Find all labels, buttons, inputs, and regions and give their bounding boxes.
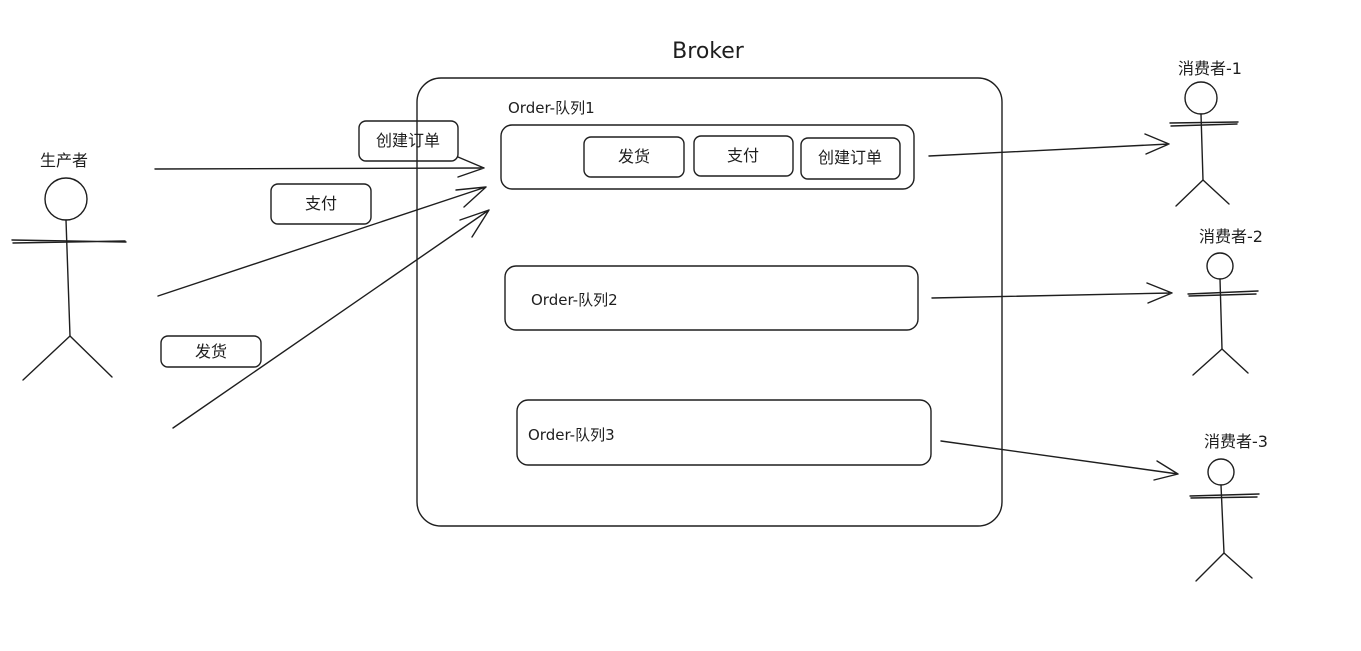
producer-actor: 生产者 (11, 151, 127, 381)
arrow-queue-2-to-consumer-2 (931, 282, 1173, 304)
consumer-1-body (1200, 113, 1204, 181)
queue-3-label: Order-队列3 (528, 426, 615, 444)
arrow-pay (157, 186, 487, 297)
producer-legs (22, 335, 113, 381)
queue-1-box (500, 124, 915, 190)
queued-message-box (693, 135, 794, 177)
arrow-ship (172, 209, 490, 429)
producer-to-queue-arrows (154, 156, 490, 429)
in-flight-message-label: 创建订单 (376, 131, 440, 150)
consumer-2-legs (1192, 348, 1249, 376)
queue-2-label: Order-队列2 (531, 291, 618, 309)
consumer-1-label: 消费者-1 (1178, 59, 1242, 78)
in-flight-message-label: 发货 (195, 342, 227, 361)
queue-2: Order-队列2 (504, 265, 919, 331)
consumer-2-arms (1187, 290, 1259, 297)
in-flight-message-ship: 发货 (160, 335, 262, 368)
in-flight-message-box (270, 183, 372, 225)
queue-2-box (504, 265, 919, 331)
consumer-1-arms (1169, 121, 1239, 127)
queued-message-label: 支付 (727, 146, 759, 165)
in-flight-message-create-order: 创建订单 (358, 120, 459, 162)
in-flight-message-label: 支付 (305, 194, 337, 213)
consumer-3-legs (1195, 552, 1253, 582)
queue-3: Order-队列3 (516, 399, 932, 466)
queue-1-label: Order-队列1 (508, 99, 595, 117)
arrow-queue-1-to-consumer-1 (928, 133, 1170, 157)
queue-to-consumer-arrows (928, 133, 1179, 481)
consumer-3-label: 消费者-3 (1204, 432, 1268, 451)
queued-message-label: 创建订单 (818, 148, 882, 167)
arrow-queue-3-to-consumer-3 (940, 440, 1179, 481)
consumer-3-head (1207, 458, 1235, 486)
producer-arms (11, 239, 127, 244)
consumer-2-actor: 消费者-2 (1187, 227, 1263, 376)
queued-message-box (800, 137, 901, 180)
consumer-2-head (1206, 252, 1234, 280)
queued-message-box (583, 136, 685, 178)
consumer-2-body (1219, 278, 1223, 350)
consumer-3-arms (1189, 493, 1260, 499)
broker-container (416, 77, 1003, 527)
queue-1: Order-队列1 发货 支付 创建订单 (500, 99, 915, 190)
in-flight-message-pay: 支付 (270, 183, 372, 225)
producer-head (44, 177, 88, 221)
consumer-3-body (1220, 484, 1225, 554)
consumer-1-actor: 消费者-1 (1169, 59, 1242, 207)
in-flight-message-box (160, 335, 262, 368)
in-flight-message-box (358, 120, 459, 162)
arrow-create-order (154, 156, 485, 178)
broker-title: Broker (672, 39, 745, 64)
queue-3-box (516, 399, 932, 466)
consumer-3-actor: 消费者-3 (1189, 432, 1268, 582)
consumer-1-legs (1175, 179, 1230, 207)
producer-label: 生产者 (40, 151, 88, 170)
queued-message-label: 发货 (618, 147, 650, 166)
producer-body (65, 219, 71, 337)
consumer-2-label: 消费者-2 (1199, 227, 1263, 246)
consumer-1-head (1184, 81, 1218, 115)
